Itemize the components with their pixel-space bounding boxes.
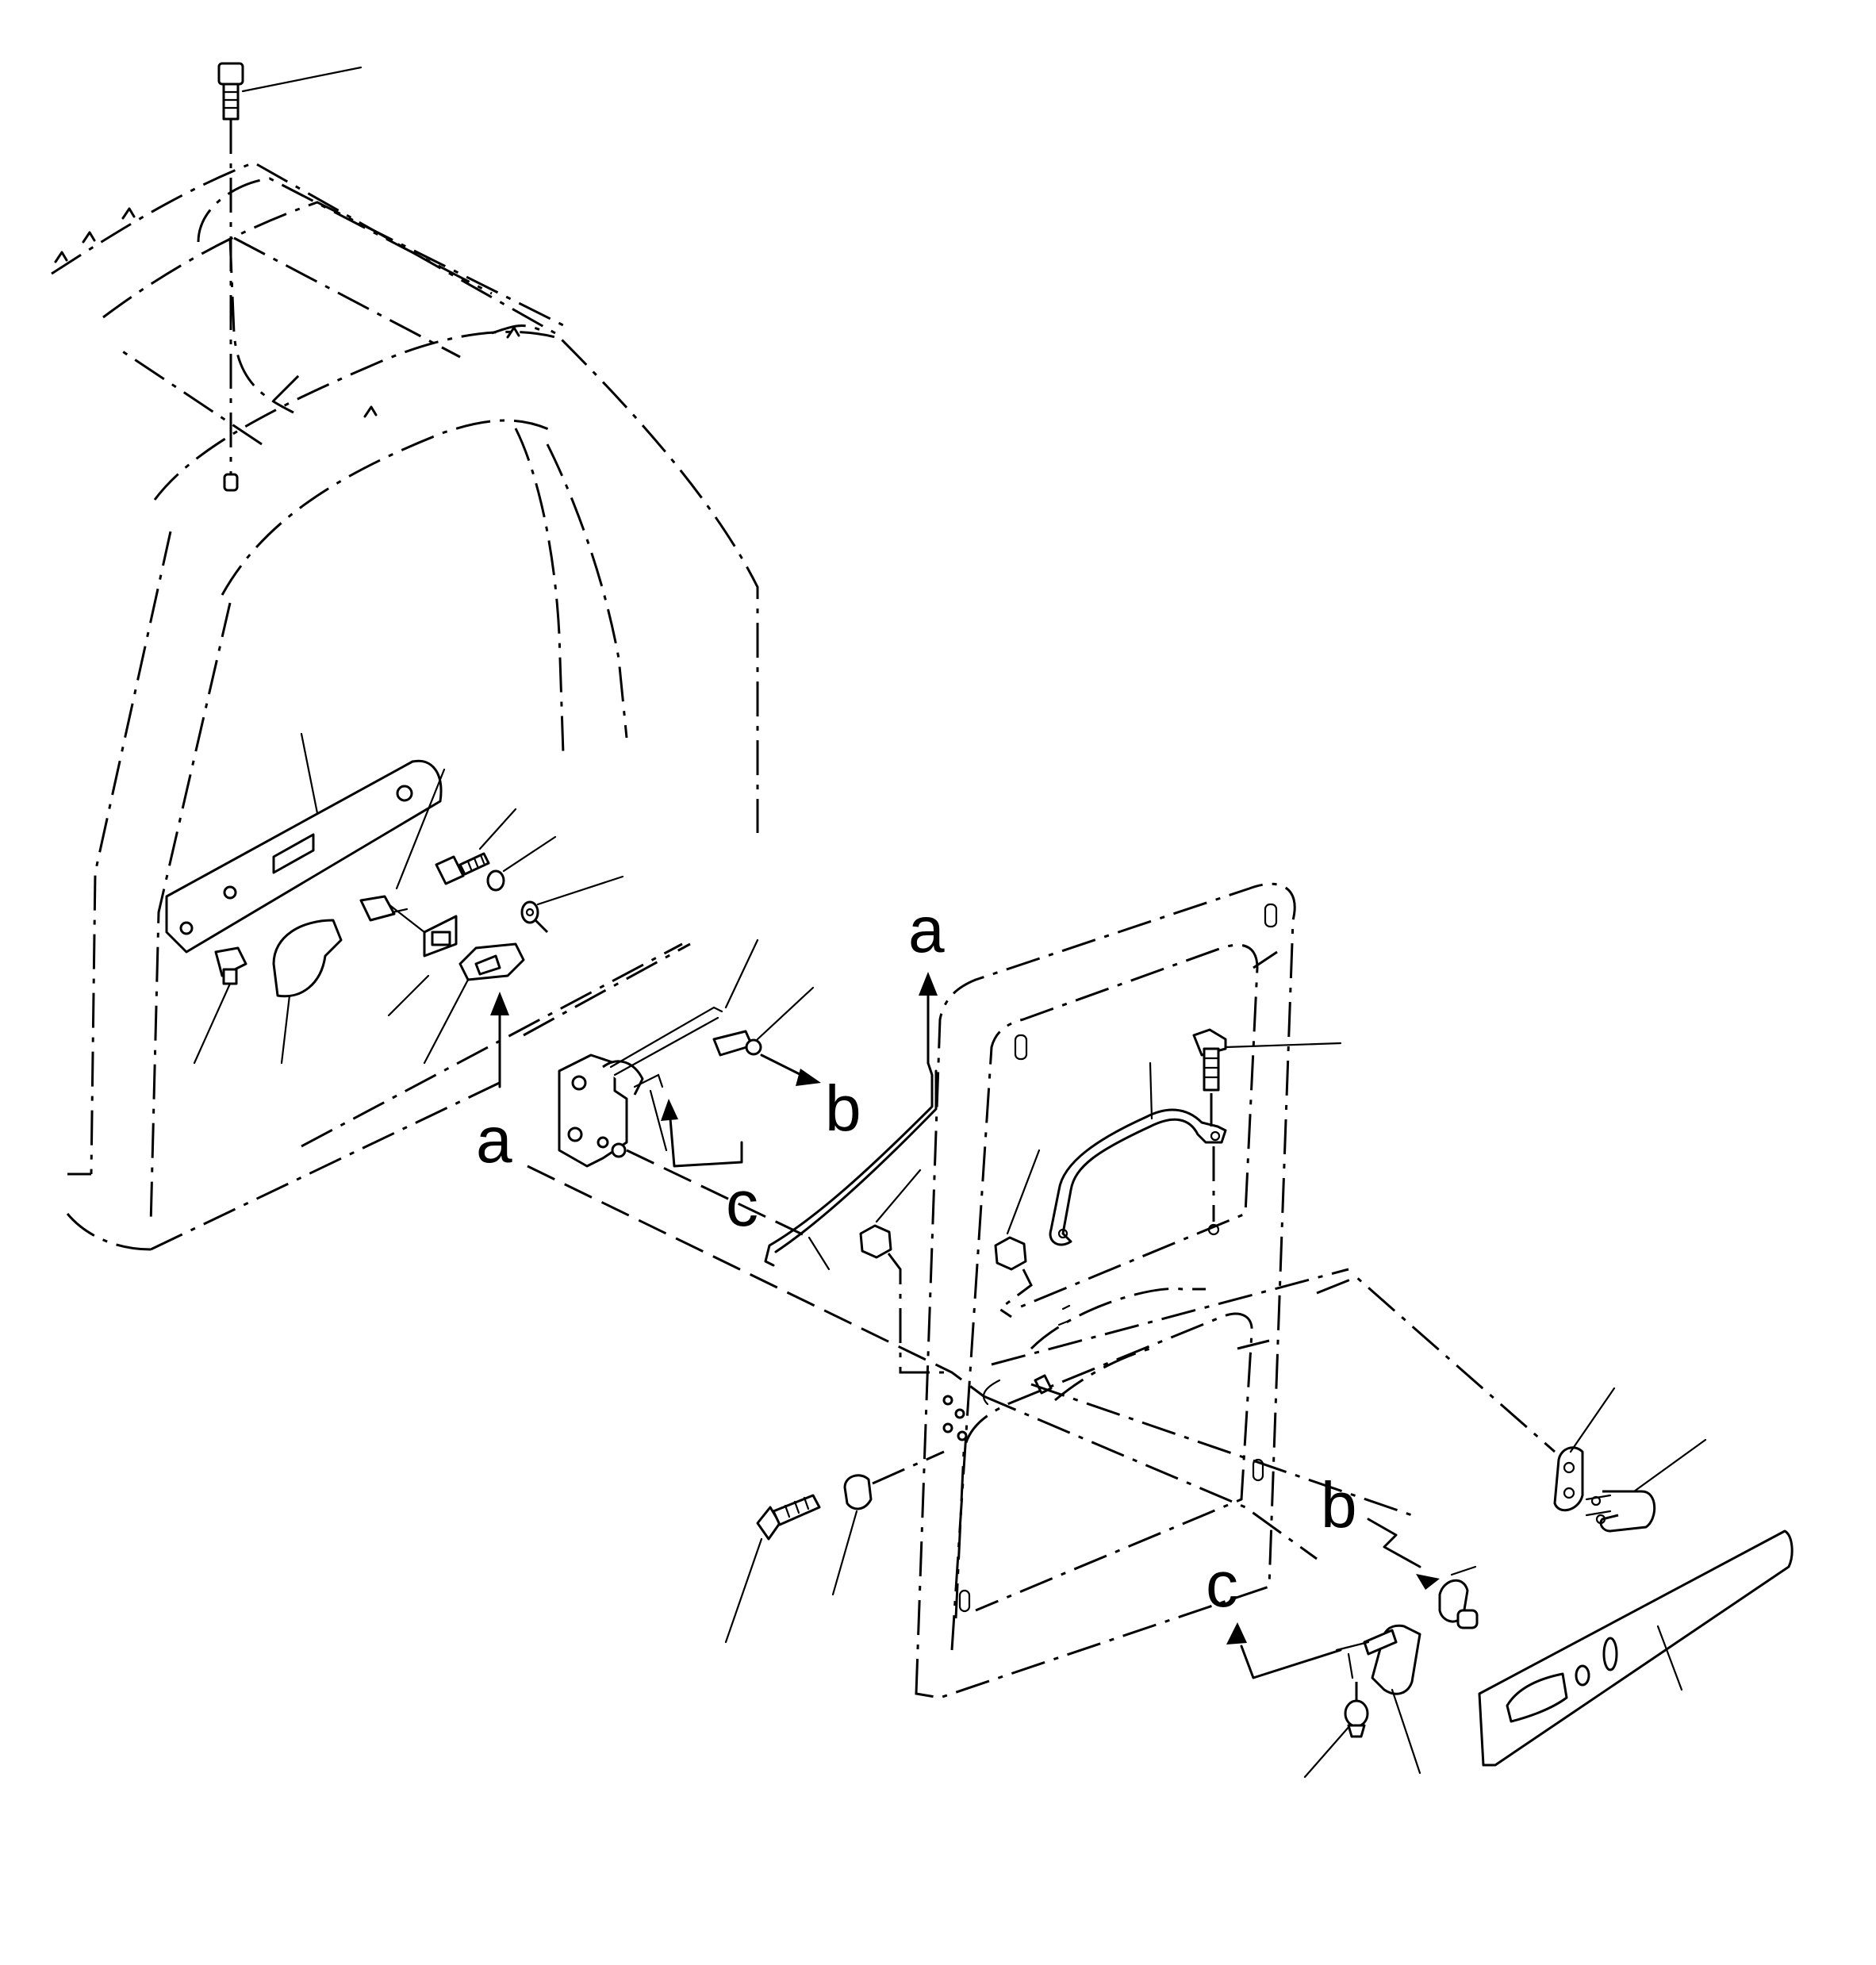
assembly-line-2 [1030, 1383, 1413, 1517]
flat-washer-icon [520, 875, 624, 934]
assembly-line-3 [1316, 1276, 1556, 1453]
door-stay-hook-icon [1585, 1438, 1707, 1533]
assembly-line-1 [983, 1395, 1318, 1560]
handle-bolt-icon [1192, 1028, 1342, 1126]
door-lock-assembly-icon: c [558, 938, 759, 1240]
handle-nut-icon [994, 1149, 1041, 1318]
callout-b-mid: b [825, 1073, 861, 1145]
cab-frame [51, 161, 759, 1251]
striker-screw-icon [1303, 1682, 1369, 1779]
lock-guide-line-2 [626, 1149, 810, 1239]
callout-c-lower: c [1206, 1549, 1238, 1621]
latch-bolt-icon [435, 808, 517, 885]
lock-guide-line [527, 1165, 984, 1398]
top-bolt-icon [217, 62, 363, 492]
callout-c-mid: c [726, 1168, 758, 1240]
inner-handle-icon [387, 915, 458, 1017]
callout-b-right: b [1321, 1469, 1357, 1541]
door-bolt-icon [724, 1494, 821, 1644]
connecting-rod-icon: a [764, 894, 945, 1271]
grab-handle-icon [1049, 1061, 1227, 1246]
door-catch-roller-icon: b [1321, 1469, 1479, 1629]
door-striker-icon: c [1206, 1549, 1421, 1775]
door-panel [915, 882, 1349, 1699]
spring-washer-icon [486, 835, 557, 892]
door-stay-bracket-icon [1553, 1387, 1616, 1512]
door-hinge-pin-icon [831, 1450, 945, 1596]
lock-nut-icon [859, 1169, 952, 1374]
callout-a-left: a [476, 1104, 512, 1176]
inner-trim-panel-icon [165, 732, 443, 954]
callout-a-top: a [908, 894, 945, 966]
inner-handle-seat-icon [272, 919, 343, 1065]
rod-clip-icon: b [712, 986, 861, 1145]
inner-lever-icon: a [423, 942, 525, 1176]
outer-trim-panel-icon [1478, 1529, 1794, 1767]
trim-clip-icon [193, 946, 247, 1065]
